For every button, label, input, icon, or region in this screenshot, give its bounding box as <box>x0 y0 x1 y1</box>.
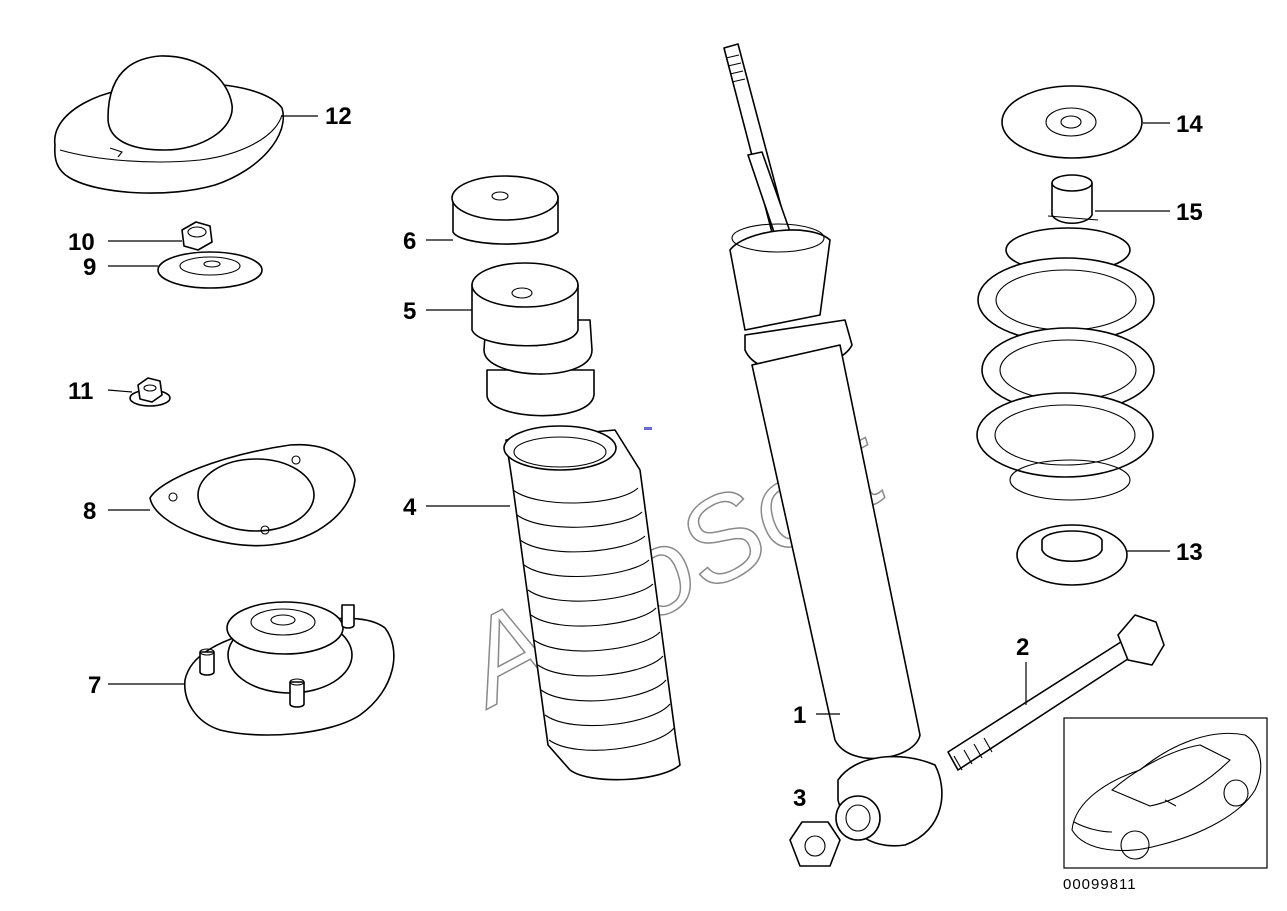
part-14-upper-spring-plate <box>1001 85 1143 159</box>
car-location-icon <box>1063 717 1268 869</box>
callout-14: 14 <box>1176 111 1203 138</box>
leader-lines <box>107 115 1170 715</box>
callout-11: 11 <box>68 378 93 405</box>
callout-7: 7 <box>88 672 101 699</box>
part-10-nut <box>181 221 213 251</box>
part-6-cap <box>451 175 559 245</box>
callout-12: 12 <box>325 103 352 130</box>
part-9-washer <box>157 251 263 289</box>
part-4-protective-boot <box>503 425 681 781</box>
callout-9: 9 <box>83 254 96 281</box>
part-2-bolt <box>947 614 1165 771</box>
callout-2: 2 <box>1016 634 1029 661</box>
marker-tick <box>644 427 652 430</box>
callout-6: 6 <box>403 228 416 255</box>
callout-5: 5 <box>403 298 416 325</box>
part-3-nut <box>789 821 841 867</box>
part-5-bump-stop <box>471 262 595 417</box>
callout-4: 4 <box>403 494 417 521</box>
part-15-rubber-buffer <box>1047 174 1099 225</box>
callout-8: 8 <box>83 498 96 525</box>
callout-13: 13 <box>1176 539 1203 566</box>
document-number: 00099811 <box>1063 876 1137 893</box>
part-1-shock-absorber <box>723 43 943 847</box>
part-11-flange-nut <box>129 377 171 407</box>
part-13-lower-spring-pad <box>1016 524 1128 586</box>
part-8-gasket <box>149 443 356 547</box>
callout-labels: 12 10 9 11 8 7 6 5 4 1 2 3 14 15 13 <box>68 103 1203 812</box>
part-7-support-bearing <box>184 601 395 736</box>
callout-1: 1 <box>793 702 806 729</box>
callout-15: 15 <box>1176 199 1203 226</box>
callout-10: 10 <box>68 229 95 256</box>
coil-spring <box>976 227 1155 501</box>
part-12-cover-cap <box>53 55 285 194</box>
callout-3: 3 <box>793 785 806 812</box>
